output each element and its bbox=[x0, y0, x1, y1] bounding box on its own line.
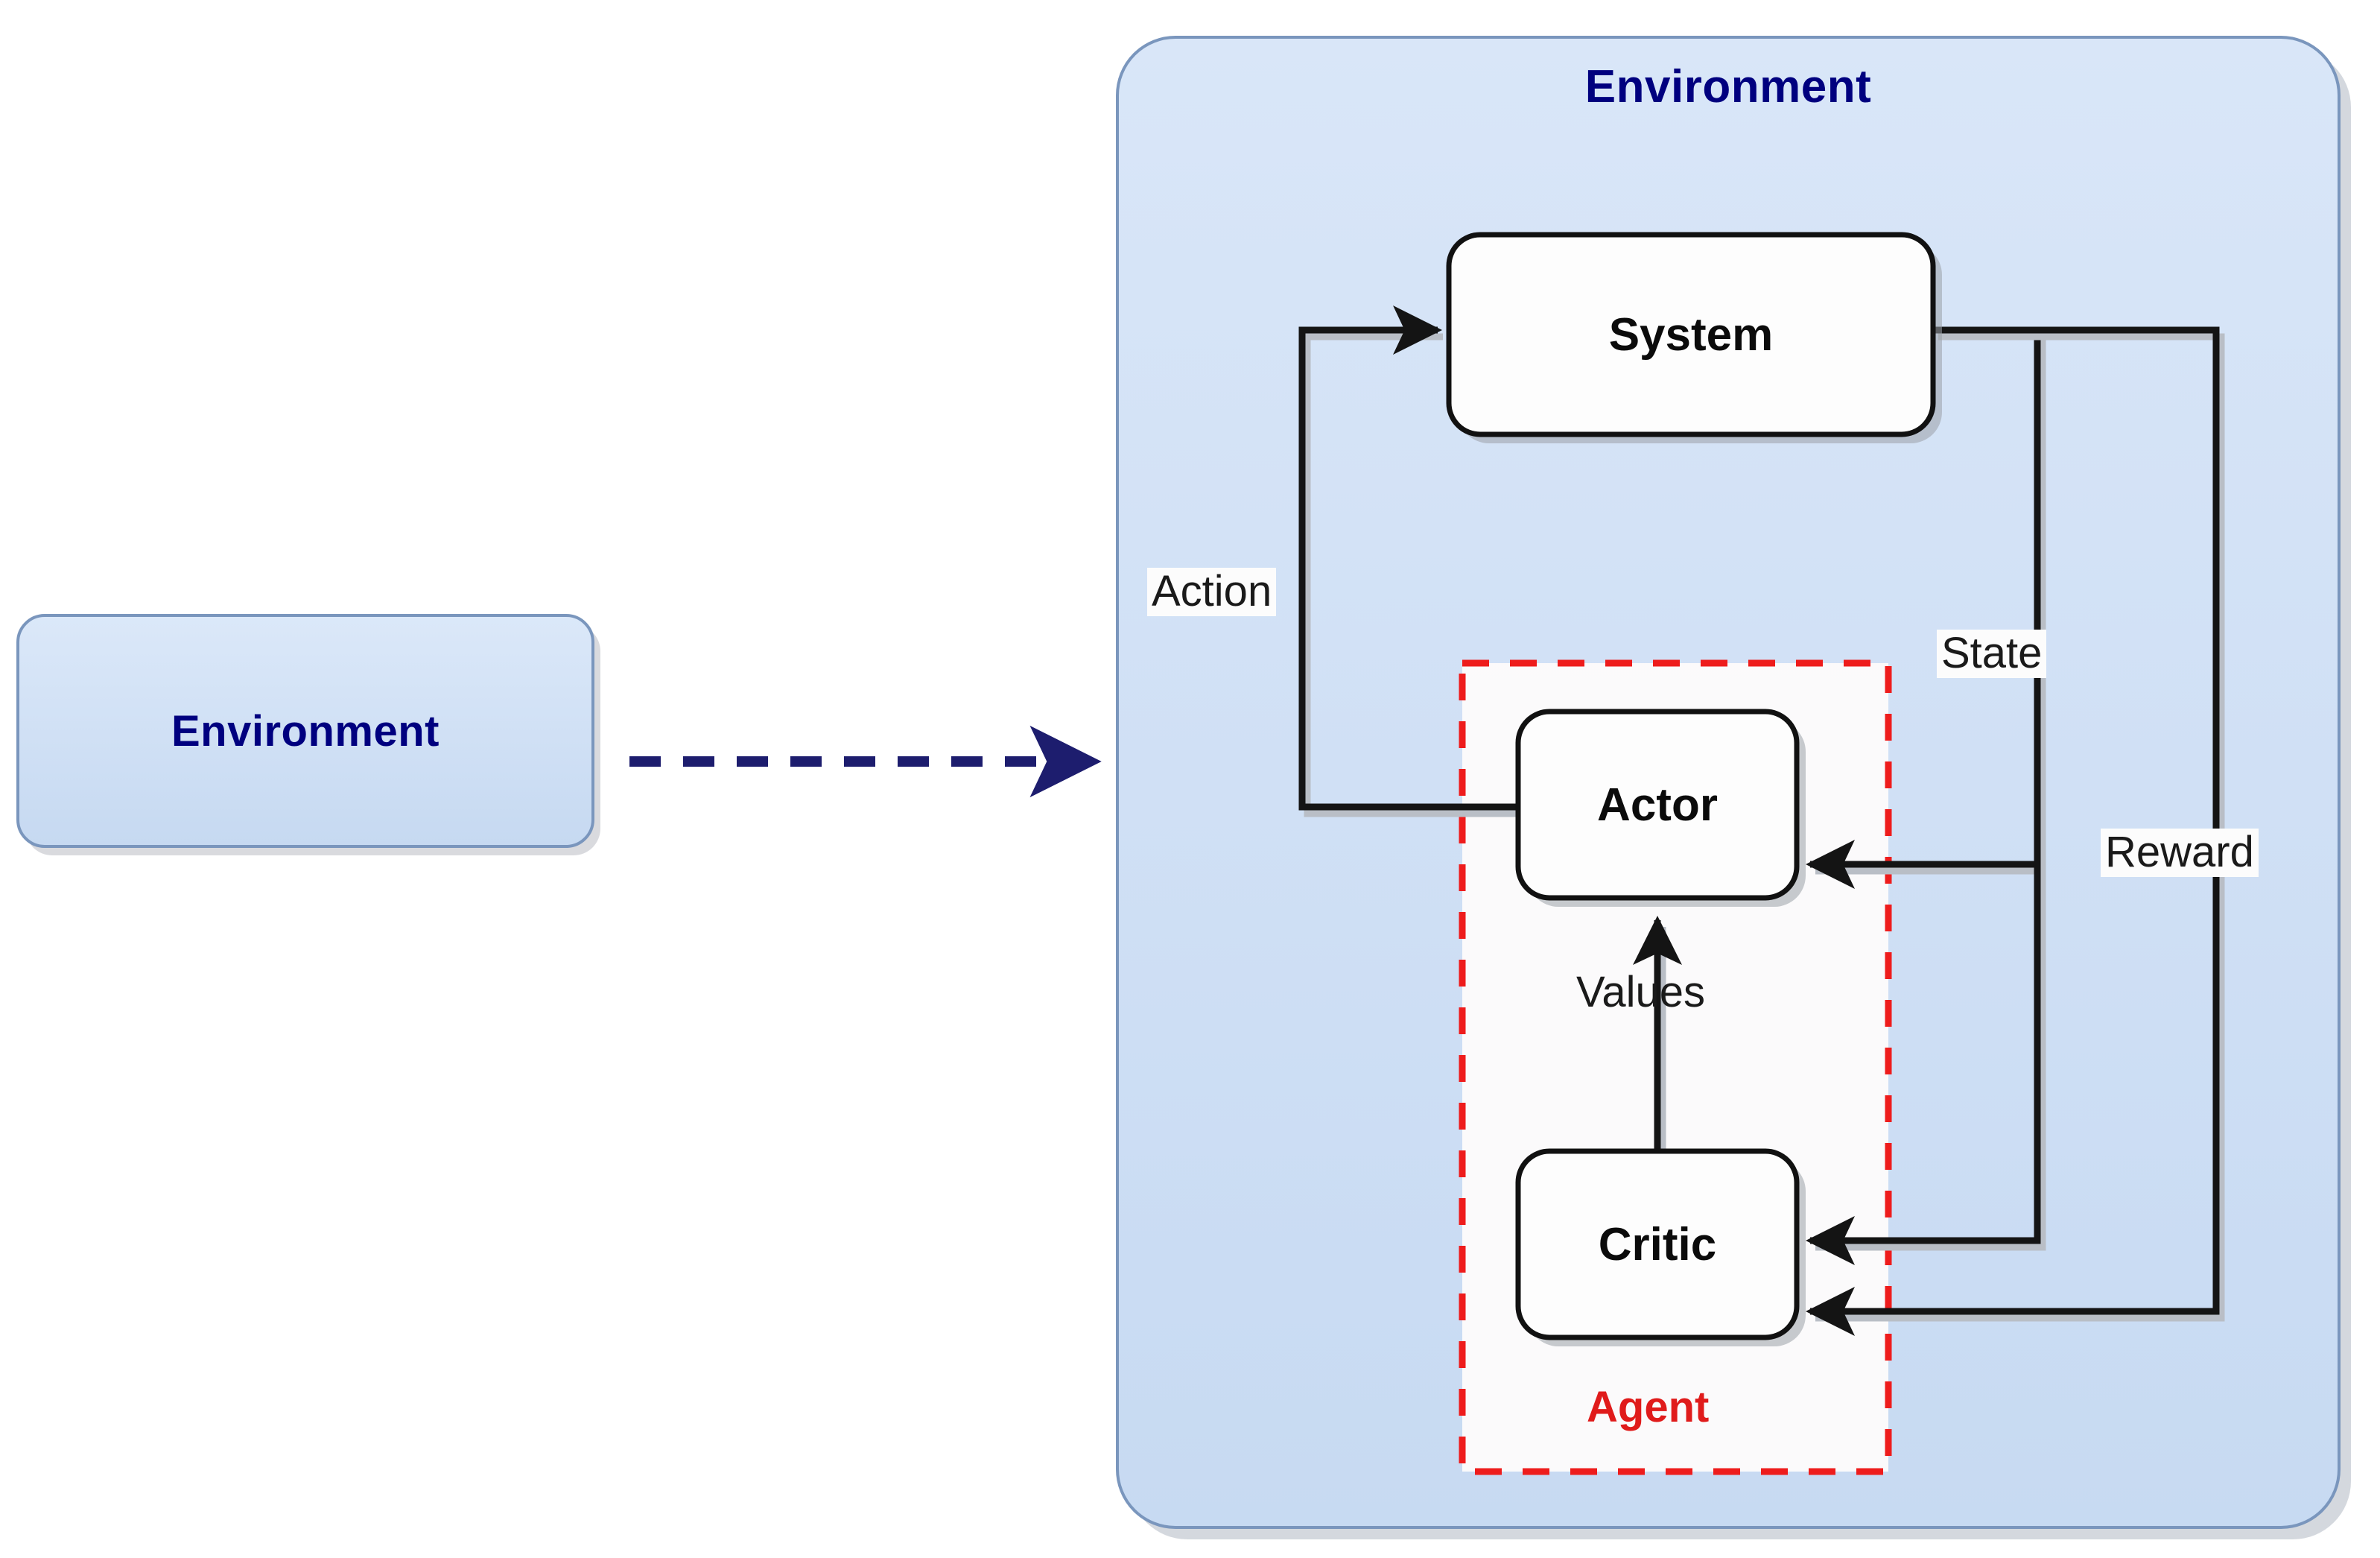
actor-node-shape[interactable] bbox=[1515, 709, 1806, 907]
edge-label-state: State bbox=[1937, 630, 2047, 678]
edge-label-values: Values bbox=[1576, 968, 1706, 1016]
edge-values bbox=[1633, 916, 1682, 1158]
critic-node-shape[interactable] bbox=[1515, 1148, 1806, 1346]
edge-label-reward: Reward bbox=[2101, 829, 2259, 877]
edge-label-action: Action bbox=[1147, 568, 1277, 616]
agent-group-label: Agent bbox=[1587, 1383, 1710, 1431]
edge-state-to-critic bbox=[1806, 864, 2046, 1265]
system-node-shape[interactable] bbox=[1446, 232, 1942, 443]
edge-action bbox=[1298, 305, 1523, 817]
edge-reward-to-critic bbox=[1806, 326, 2225, 1336]
left-environment-shape[interactable] bbox=[16, 614, 600, 855]
